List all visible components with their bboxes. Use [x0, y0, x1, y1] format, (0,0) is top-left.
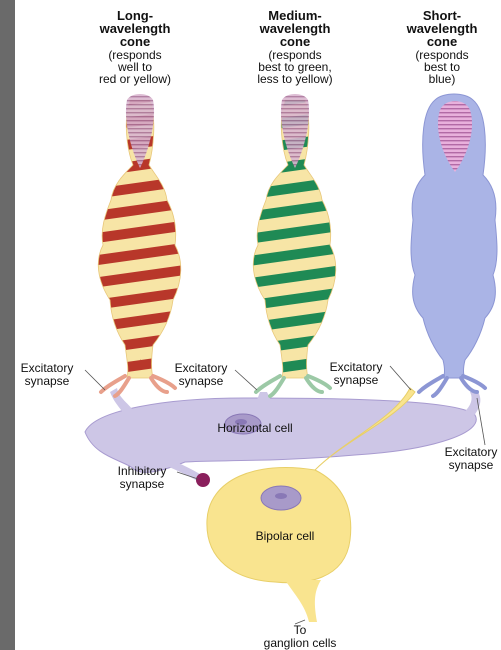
- ganglion-label-b: ganglion cells: [255, 637, 345, 650]
- long-wavelength-cone: [98, 94, 181, 396]
- excitatory-synapse-1-label-b: synapse: [15, 375, 83, 388]
- retina-diagram: [15, 0, 501, 650]
- excitatory-synapse-4-label-b: synapse: [435, 459, 501, 472]
- cone1-title-line3: cone: [85, 35, 185, 48]
- inhibitory-synapse-dot: [196, 473, 210, 487]
- cone2-desc-line3: less to yellow): [235, 73, 355, 85]
- diagram-panel: Long- wavelength cone (responds well to …: [15, 0, 501, 650]
- cone2-title-line3: cone: [240, 35, 350, 48]
- cone1-desc-line3: red or yellow): [80, 73, 190, 85]
- cone3-title-line3: cone: [387, 35, 497, 48]
- inhibitory-synapse-label-b: synapse: [105, 478, 179, 491]
- medium-wavelength-cone: [253, 94, 336, 396]
- cone3-desc-line3: blue): [397, 73, 487, 85]
- excitatory-synapse-2-label-b: synapse: [165, 375, 237, 388]
- bipolar-cell-label: Bipolar cell: [245, 530, 325, 543]
- horizontal-cell-label: Horizontal cell: [205, 422, 305, 435]
- excitatory-synapse-3-label-b: synapse: [320, 374, 392, 387]
- short-wavelength-cone: [411, 94, 497, 396]
